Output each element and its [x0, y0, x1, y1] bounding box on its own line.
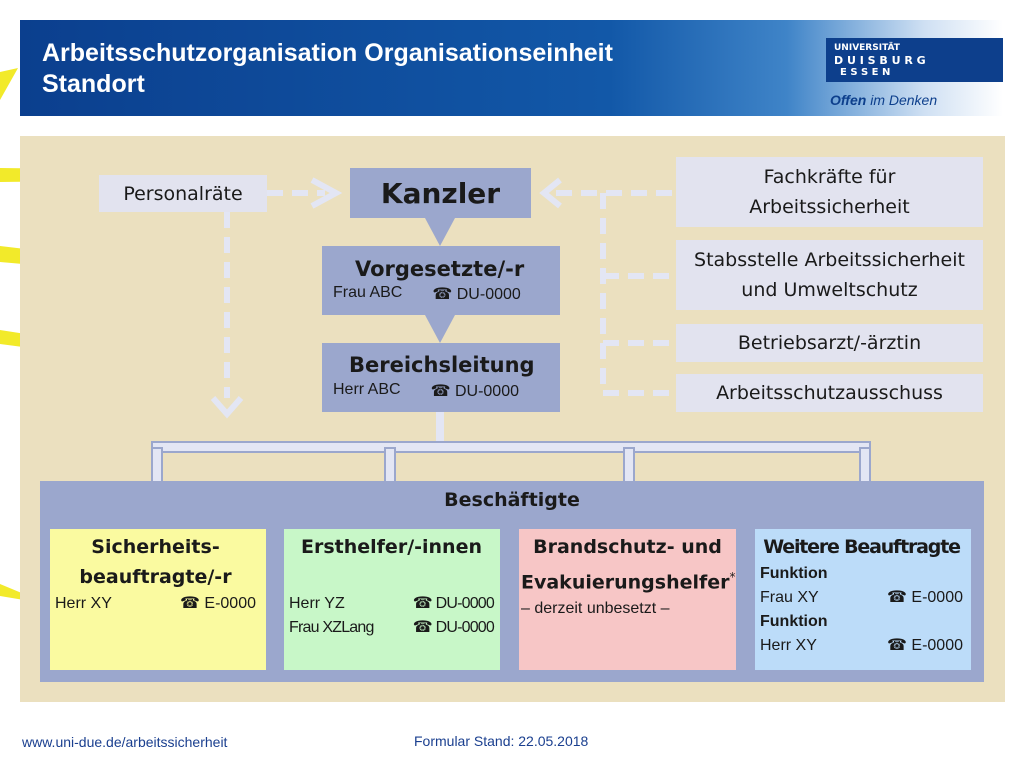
bereichsleitung-name: Herr ABC — [333, 381, 401, 398]
weitere-phone-1: ☎ E-0000 — [887, 589, 963, 606]
weitere-contact-1: Frau XY ☎ E-0000 — [760, 586, 963, 610]
sicherheit-name: Herr XY — [55, 595, 112, 612]
arrow-down-icon — [210, 396, 244, 419]
footer-stand: Formular Stand: 22.05.2018 — [414, 733, 589, 749]
telephone-icon: ☎ — [412, 619, 433, 636]
telephone-icon: ☎ — [887, 589, 907, 606]
footnote-mark: * — [729, 570, 736, 584]
arrow-down-icon — [425, 218, 455, 246]
logo-line-1: UNIVERSITÄT — [834, 43, 900, 53]
bereichsleitung-title: Bereichsleitung — [349, 353, 535, 377]
brandschutz-card: Brandschutz- und Evakuierungshelfer* – d… — [519, 529, 736, 670]
ersthelfer-contact-1: Herr YZ ☎ DU-0000 — [289, 592, 495, 616]
sicherheit-phone: ☎ E-0000 — [180, 595, 256, 612]
vorgesetzte-box: Vorgesetzte/-r Frau ABC ☎ DU-0000 — [322, 246, 560, 315]
tree-connector — [859, 447, 871, 485]
sicherheit-title-2: beauftragte/-r — [79, 566, 232, 588]
page-title: Arbeitsschutzorganisation Organisationse… — [42, 38, 762, 100]
weitere-beauftragte-card: Weitere Beauftragte Funktion Frau XY ☎ E… — [755, 529, 971, 670]
ersthelfer-name-2: Frau XZLang — [289, 619, 374, 636]
vorgesetzte-phone: ☎ DU-0000 — [432, 286, 521, 303]
telephone-icon: ☎ — [430, 383, 451, 400]
ersthelfer-card: Ersthelfer/-innen Herr YZ ☎ DU-0000 Frau… — [284, 529, 500, 670]
brandschutz-note: – derzeit unbesetzt – — [521, 600, 670, 618]
tree-connector — [384, 447, 396, 485]
weitere-name-2: Herr XY — [760, 637, 817, 654]
arrow-right-icon — [310, 177, 343, 209]
logo-line-3: E S S E N — [840, 67, 891, 78]
title-line-2: Standort — [42, 70, 145, 98]
weitere-phone-2: ☎ E-0000 — [887, 637, 963, 654]
tree-connector — [151, 447, 163, 485]
sicherheitsbeauftragte-card: Sicherheits- beauftragte/-r Herr XY ☎ E-… — [50, 529, 266, 670]
weitere-function-1: Funktion — [760, 565, 828, 582]
stabsstelle-box: Stabsstelle Arbeitssicherheit und Umwelt… — [676, 240, 983, 310]
beschaeftigte-title: Beschäftigte — [444, 489, 580, 511]
tree-connector — [151, 441, 871, 453]
weitere-title: Weitere Beauftragte — [763, 536, 961, 558]
fachkraefte-box: Fachkräfte für Arbeitssicherheit — [676, 157, 983, 227]
logo-line-2: D U I S B U R G — [834, 54, 926, 67]
ersthelfer-name-1: Herr YZ — [289, 595, 345, 612]
telephone-icon: ☎ — [432, 286, 453, 303]
weitere-name-1: Frau XY — [760, 589, 819, 606]
weitere-function-2: Funktion — [760, 613, 828, 630]
pointer-beam — [0, 68, 18, 100]
tree-connector — [436, 412, 444, 446]
arbeitsschutzausschuss-box: Arbeitsschutzausschuss — [676, 374, 983, 412]
university-logo: UNIVERSITÄT D U I S B U R G E S S E N — [826, 38, 1003, 82]
telephone-icon: ☎ — [412, 595, 433, 612]
personalraete-box: Personalräte — [99, 175, 267, 212]
telephone-icon: ☎ — [887, 637, 907, 654]
brandschutz-title-2: Evakuierungshelfer* — [521, 570, 736, 594]
tree-connector — [623, 447, 635, 485]
weitere-contact-2: Herr XY ☎ E-0000 — [760, 634, 963, 658]
ersthelfer-title: Ersthelfer/-innen — [301, 536, 482, 558]
title-line-1: Arbeitsschutzorganisation Organisationse… — [42, 39, 613, 67]
vorgesetzte-name: Frau ABC — [333, 284, 403, 301]
kanzler-box: Kanzler — [350, 168, 531, 218]
arrow-left-icon — [539, 177, 562, 209]
footer-url-link[interactable]: www.uni-due.de/arbeitssicherheit — [22, 734, 228, 750]
bereichsleitung-phone: ☎ DU-0000 — [430, 383, 519, 400]
bereichsleitung-contact: Herr ABC ☎ DU-0000 — [333, 381, 560, 401]
telephone-icon: ☎ — [180, 595, 200, 612]
ersthelfer-contact-2: Frau XZLang ☎ DU-0000 — [289, 616, 495, 640]
sicherheit-contact: Herr XY ☎ E-0000 — [55, 592, 256, 616]
arrow-down-icon — [425, 315, 455, 343]
betriebsarzt-box: Betriebsarzt/-ärztin — [676, 324, 983, 362]
ersthelfer-phone-2: ☎ DU-0000 — [412, 619, 495, 636]
vorgesetzte-title: Vorgesetzte/-r — [355, 257, 525, 281]
slogan: Offen im Denken — [830, 92, 938, 108]
vorgesetzte-contact: Frau ABC ☎ DU-0000 — [333, 284, 560, 304]
brandschutz-title-1: Brandschutz- und — [533, 536, 722, 558]
bereichsleitung-box: Bereichsleitung Herr ABC ☎ DU-0000 — [322, 343, 560, 412]
ersthelfer-phone-1: ☎ DU-0000 — [412, 595, 495, 612]
sicherheit-title-1: Sicherheits- — [91, 536, 220, 558]
